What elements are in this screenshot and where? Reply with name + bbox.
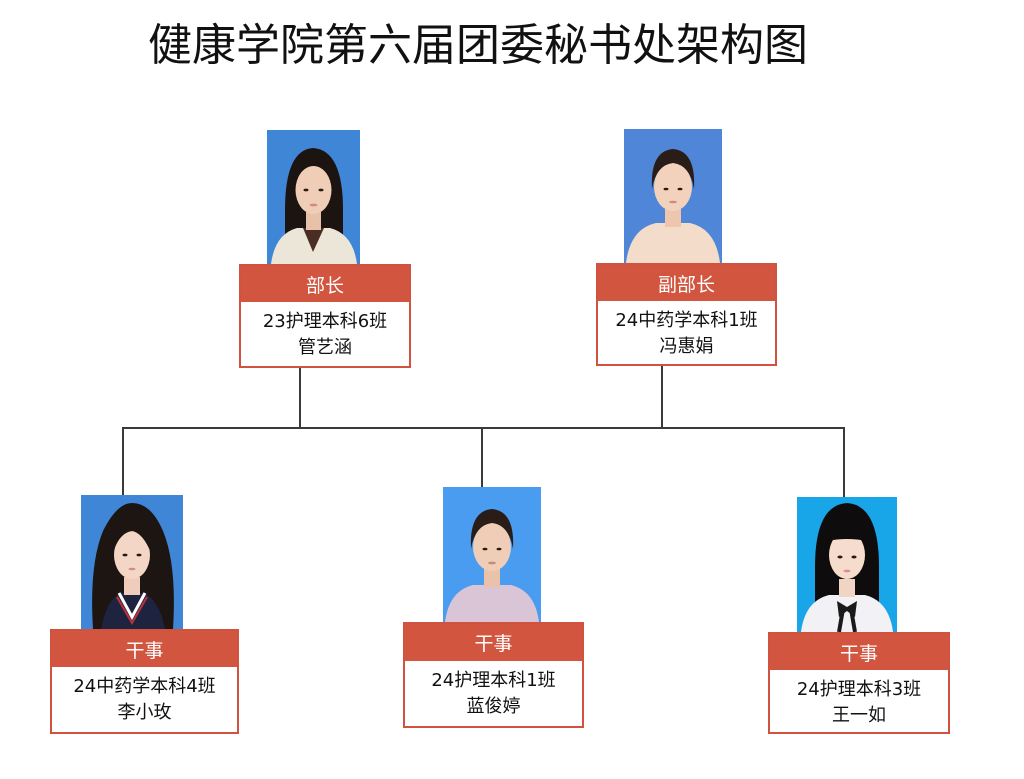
portrait-icon [267, 130, 360, 264]
role-header: 部长 [241, 266, 409, 302]
member-class: 24护理本科1班 [431, 670, 556, 691]
card-body: 23护理本科6班 管艺涵 [241, 302, 409, 361]
card-body: 24护理本科3班 王一如 [770, 670, 948, 729]
connector-member1-up [122, 427, 124, 495]
role-header: 干事 [52, 631, 237, 667]
connector-horizontal-bus [122, 427, 844, 429]
role-header: 干事 [770, 634, 948, 670]
portrait-photo-member-3 [797, 497, 897, 632]
member-class: 24中药学本科1班 [615, 310, 758, 331]
role-header: 干事 [405, 624, 582, 661]
member-class: 24护理本科3班 [796, 679, 922, 700]
portrait-icon [81, 495, 183, 629]
member-name: 王一如 [832, 705, 886, 726]
connector-member2-up [481, 427, 483, 487]
card-body: 24中药学本科1班 冯惠娟 [598, 301, 775, 360]
portrait-photo-leader-1 [267, 130, 360, 264]
portrait-photo-member-2 [443, 487, 541, 622]
page-title: 健康学院第六届团委秘书处架构图 [148, 20, 808, 71]
member-name: 蓝俊婷 [466, 696, 521, 717]
org-card-leader-1: 部长 23护理本科6班 管艺涵 [239, 264, 411, 368]
connector-member3-up [843, 427, 845, 497]
member-name: 管艺涵 [298, 337, 352, 358]
org-card-member-1: 干事 24中药学本科4班 李小玫 [50, 629, 239, 734]
org-card-member-2: 干事 24护理本科1班 蓝俊婷 [403, 622, 584, 728]
portrait-icon [443, 487, 541, 622]
member-class: 23护理本科6班 [262, 311, 388, 332]
member-class: 24中药学本科4班 [73, 676, 216, 697]
member-name: 冯惠娟 [659, 336, 714, 357]
connector-leader1-down [299, 367, 301, 428]
portrait-icon [797, 497, 897, 632]
portrait-photo-leader-2 [624, 129, 722, 263]
connector-leader2-down [661, 365, 663, 428]
role-header: 副部长 [598, 265, 775, 301]
portrait-photo-member-1 [81, 495, 183, 629]
portrait-icon [624, 129, 722, 263]
card-body: 24护理本科1班 蓝俊婷 [405, 661, 582, 720]
member-name: 李小玫 [117, 702, 172, 723]
org-card-leader-2: 副部长 24中药学本科1班 冯惠娟 [596, 263, 777, 366]
org-card-member-3: 干事 24护理本科3班 王一如 [768, 632, 950, 734]
card-body: 24中药学本科4班 李小玫 [52, 667, 237, 726]
